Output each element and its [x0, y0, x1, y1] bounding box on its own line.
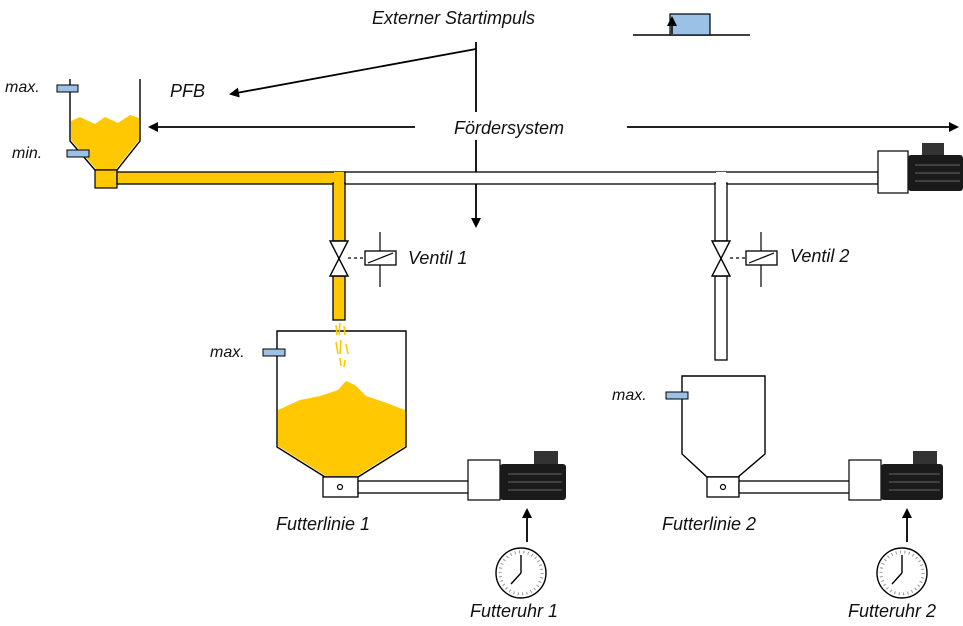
solenoid-icon	[745, 232, 778, 287]
level-sensor-icon	[665, 391, 689, 400]
line-1-auger	[357, 480, 471, 494]
conveyor-label: Fördersystem	[454, 118, 564, 138]
level-sensor-icon	[56, 84, 90, 158]
line-1-label: Futterlinie 1	[276, 514, 370, 534]
clock-1-label: Futteruhr 1	[470, 601, 558, 621]
line-2-label: Futterlinie 2	[662, 514, 756, 534]
pulse-icon	[633, 13, 750, 36]
valve-icon	[710, 240, 746, 277]
clock-2-label: Futteruhr 2	[848, 601, 936, 621]
start-impulse-label: Externer Startimpuls	[372, 8, 535, 28]
motor-icon	[877, 143, 963, 194]
main-pipe	[116, 171, 879, 361]
valve-1-label: Ventil 1	[408, 248, 467, 268]
line-2-auger	[738, 480, 852, 494]
pfb-min-label: min.	[12, 145, 42, 162]
valve-2-label: Ventil 2	[790, 246, 849, 266]
line-2-max-label: max.	[612, 387, 647, 404]
start-impulse-arrows	[229, 42, 481, 228]
valve-icon	[328, 240, 365, 277]
pfb-max-label: max.	[5, 79, 40, 96]
clock-icon	[495, 547, 547, 599]
motor-icon	[467, 451, 566, 501]
line-1-hopper	[276, 322, 407, 498]
level-sensor-icon	[262, 348, 286, 357]
line-2-hopper	[681, 375, 766, 498]
pfb-label: PFB	[170, 81, 205, 101]
solenoid-icon	[364, 232, 397, 287]
clock-icon	[876, 547, 928, 599]
line-1-max-label: max.	[210, 344, 245, 361]
motor-icon	[848, 451, 943, 501]
